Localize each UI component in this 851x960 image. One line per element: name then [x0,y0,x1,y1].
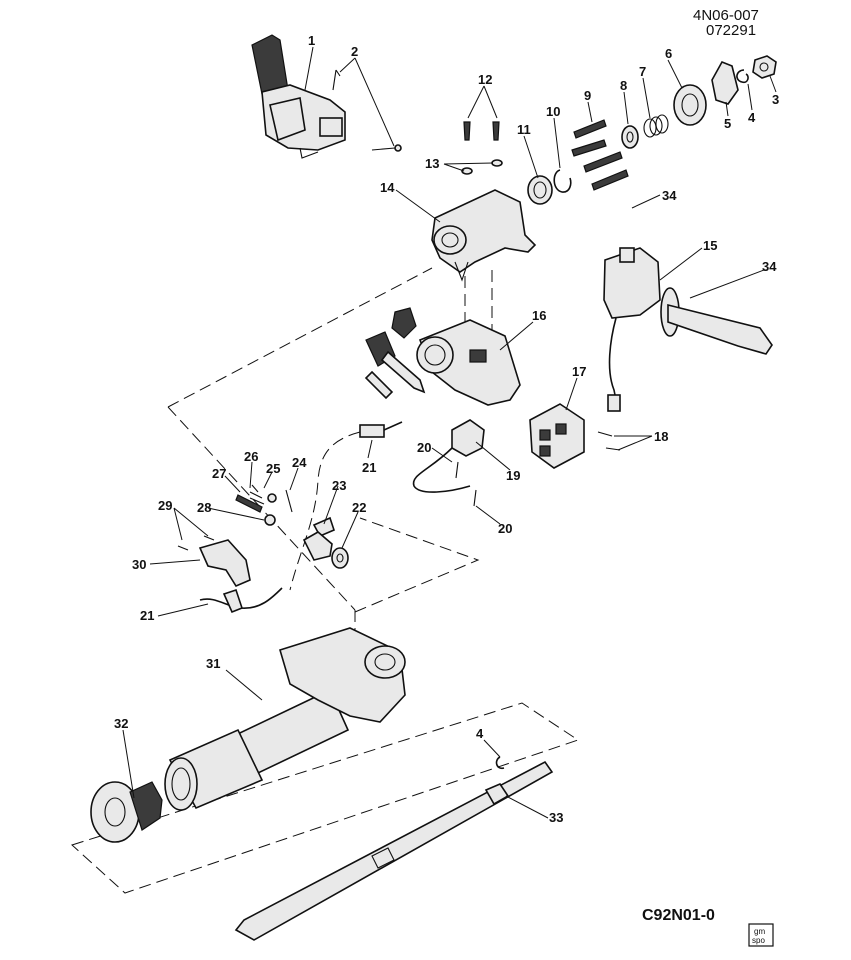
callout-6: 6 [665,46,672,61]
figure-code: C92N01-0 [642,907,715,924]
logo-line-2: spo [752,936,765,945]
part-4-retainer-ring [736,69,749,84]
assembly-outline-upper [167,267,480,630]
part-3-nut [752,55,777,79]
callout-33: 33 [549,810,563,825]
part-15-turn-signal-switch [603,247,773,412]
callout-31: 31 [206,656,220,671]
part-1-multifunction-switch [251,34,346,159]
part-16-lock-housing [416,319,521,406]
part-9-screws [571,119,629,191]
callout-27: 27 [212,466,226,481]
part-29-30-bracket [177,535,251,588]
callout-34-lower: 34 [762,259,777,274]
part-10-retaining-ring [553,169,572,193]
callout-15: 15 [703,238,717,253]
callout-24: 24 [292,455,307,470]
part-2-screws [332,69,402,152]
part-7-spring [643,114,669,138]
part-21-connector-lower [199,587,283,614]
callout-20-lower: 20 [498,521,512,536]
callout-18: 18 [654,429,668,444]
callout-19: 19 [506,468,520,483]
callout-4-upper: 4 [748,110,756,125]
part-13-washers [461,159,503,175]
callout-4-lower: 4 [476,726,484,741]
callout-14: 14 [380,180,395,195]
callout-16: 16 [532,308,546,323]
part-14-housing [431,189,537,282]
callout-9: 9 [584,88,591,103]
gm-spo-logo: gm spo [748,923,774,947]
ignition-keys [364,307,426,400]
callout-3: 3 [772,92,779,107]
part-lock-bolt [302,531,333,561]
axis-line-dashed [464,240,493,340]
part-6-turn-signal-cancel-cam [673,84,707,126]
callout-17: 17 [572,364,586,379]
callout-21-lower: 21 [140,608,154,623]
callout-26: 26 [244,449,258,464]
callout-8: 8 [620,78,627,93]
callout-5: 5 [724,116,731,131]
part-24-pin [285,489,293,513]
callout-30: 30 [132,557,146,572]
callout-2: 2 [351,44,358,59]
part-21-connector-upper [359,421,403,438]
callout-11: 11 [517,122,531,137]
callout-28: 28 [197,500,211,515]
wire-route-dashed [289,431,361,591]
logo-line-1: gm [754,927,765,936]
callout-23: 23 [332,478,346,493]
callout-7: 7 [639,64,646,79]
callout-22: 22 [352,500,366,515]
callout-12: 12 [478,72,492,87]
part-4-retainer-ring-lower [495,756,505,770]
part-20-screws [455,461,477,507]
part-25-spring [249,484,265,505]
part-5-cam [711,60,739,105]
callout-25: 25 [266,461,280,476]
part-33-steering-shaft [234,760,554,941]
part-31-steering-column-jacket [164,627,406,811]
callout-20-upper: 20 [417,440,431,455]
part-17-ignition-switch [529,403,585,469]
part-18-screws [597,431,621,451]
callout-labels: 1 2 3 4 5 6 7 8 9 10 11 12 13 14 15 16 1… [114,33,779,825]
part-19-buzzer-switch [412,419,485,493]
part-11-bearing [527,175,553,205]
leader-lines [122,46,777,819]
callout-32: 32 [114,716,128,731]
part-8-washer [621,125,639,149]
callout-29: 29 [158,498,172,513]
part-22-bearing [331,547,349,569]
document-code: 4N06-007 [693,7,759,24]
callout-13: 13 [425,156,439,171]
assembly-outline-lower [71,702,580,894]
callout-21-upper: 21 [362,460,376,475]
part-32-bearing-adapter [90,781,163,843]
callout-34-upper: 34 [662,188,677,203]
date-code: 072291 [706,22,756,39]
callout-1: 1 [308,33,315,48]
part-26-27-28-rack-spring [235,493,277,526]
callout-10: 10 [546,104,560,119]
part-12-screws [463,121,500,141]
